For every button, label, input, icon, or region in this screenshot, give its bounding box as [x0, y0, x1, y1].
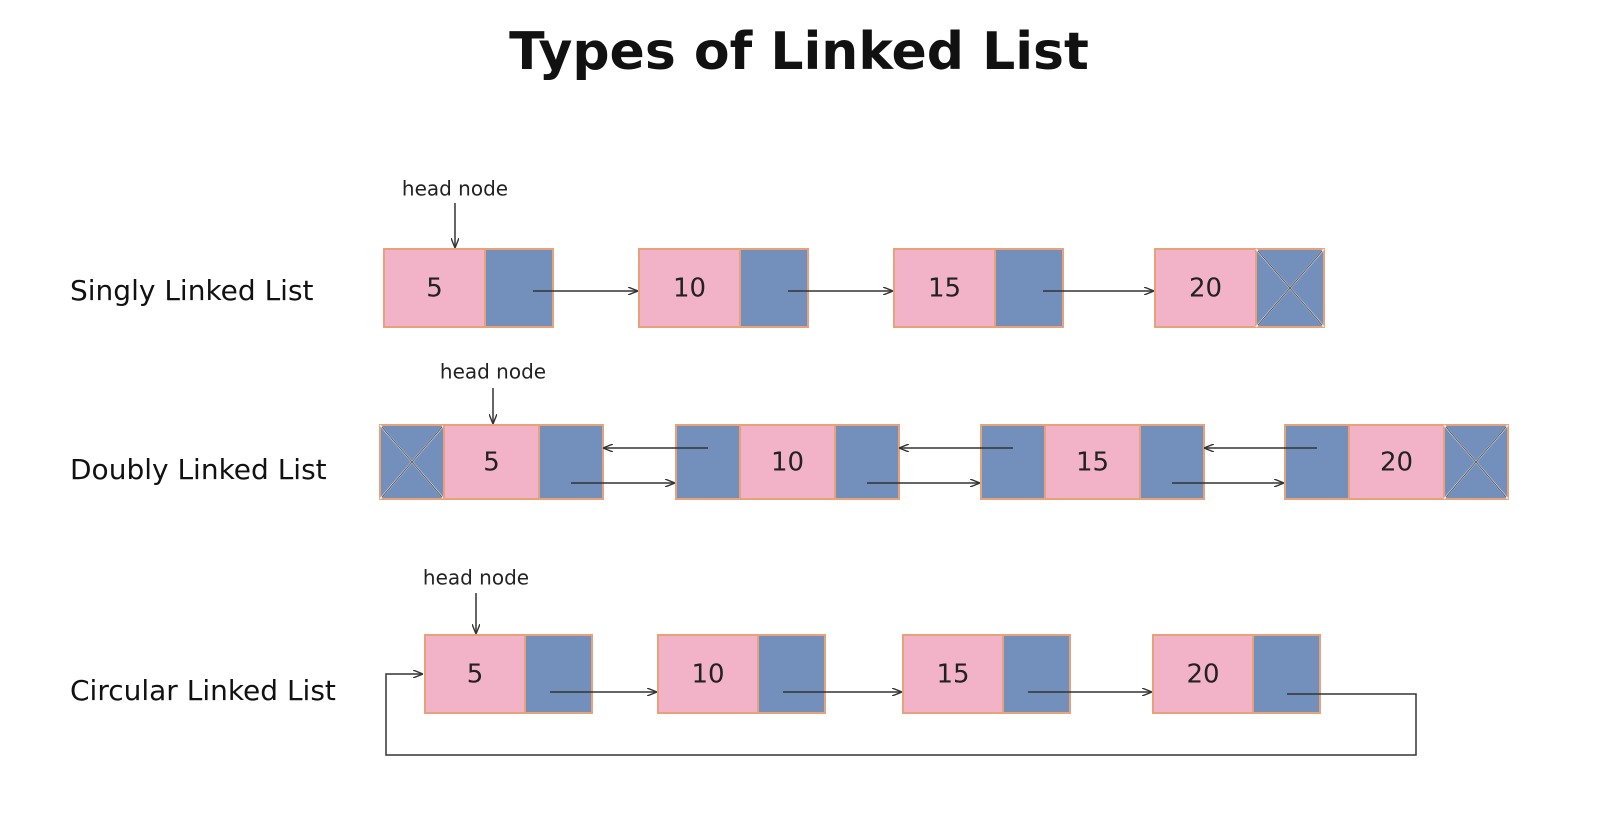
node-value: 10: [771, 448, 804, 478]
node-value: 5: [426, 274, 443, 304]
prev-pointer-cell: [675, 424, 741, 500]
node-value: 10: [673, 274, 706, 304]
data-cell: [657, 634, 759, 714]
next-pointer-cell: [484, 248, 554, 328]
next-pointer-cell: [1252, 634, 1321, 714]
data-cell: [383, 248, 486, 328]
node-value: 20: [1186, 660, 1219, 690]
prev-pointer-cell: [980, 424, 1046, 500]
list-type-label: Singly Linked List: [70, 274, 314, 307]
next-pointer-cell: [538, 424, 604, 500]
head-node-label: head node: [423, 566, 529, 590]
list-node: 20: [1154, 248, 1325, 328]
next-pointer-cell: [1139, 424, 1205, 500]
node-value: 5: [483, 448, 500, 478]
list-node: 10: [638, 248, 809, 328]
list-node: 15: [980, 424, 1205, 500]
data-cell: [739, 424, 836, 500]
data-cell: [443, 424, 540, 500]
head-node-label: head node: [402, 177, 508, 201]
list-node: 5: [424, 634, 593, 714]
data-cell: [1154, 248, 1257, 328]
list-node: 20: [1152, 634, 1321, 714]
node-value: 20: [1189, 274, 1222, 304]
list-type-label: Doubly Linked List: [70, 453, 327, 486]
circular-return-arrow: [385, 674, 1417, 756]
data-cell: [424, 634, 526, 714]
null-cross-shadow: [381, 426, 443, 498]
page-title: Types of Linked List: [509, 22, 1089, 82]
node-value: 15: [928, 274, 961, 304]
data-cell: [1044, 424, 1141, 500]
node-value: 20: [1380, 448, 1413, 478]
null-cross-shadow: [1445, 426, 1507, 498]
next-pointer-cell: [994, 248, 1064, 328]
null-next-pointer: [1443, 424, 1509, 500]
head-node-label: head node: [440, 360, 546, 384]
next-pointer-cell: [834, 424, 900, 500]
null-pointer: [1255, 248, 1325, 328]
next-pointer-cell: [757, 634, 826, 714]
list-node: 10: [657, 634, 826, 714]
list-node: 15: [893, 248, 1064, 328]
null-prev-pointer: [379, 424, 445, 500]
data-cell: [893, 248, 996, 328]
node-value: 5: [467, 660, 484, 690]
list-node: 5: [383, 248, 554, 328]
list-node: 10: [675, 424, 900, 500]
next-pointer-cell: [739, 248, 809, 328]
node-value: 10: [691, 660, 724, 690]
list-node: 15: [902, 634, 1071, 714]
data-cell: [638, 248, 741, 328]
data-cell: [1152, 634, 1254, 714]
list-type-label: Circular Linked List: [70, 674, 336, 707]
next-pointer-cell: [524, 634, 593, 714]
node-value: 15: [1076, 448, 1109, 478]
data-cell: [1348, 424, 1445, 500]
prev-pointer-cell: [1284, 424, 1350, 500]
data-cell: [902, 634, 1004, 714]
list-node: 5: [379, 424, 604, 500]
next-pointer-cell: [1002, 634, 1071, 714]
list-node: 20: [1284, 424, 1509, 500]
null-cross-shadow: [1257, 250, 1323, 326]
node-value: 15: [936, 660, 969, 690]
